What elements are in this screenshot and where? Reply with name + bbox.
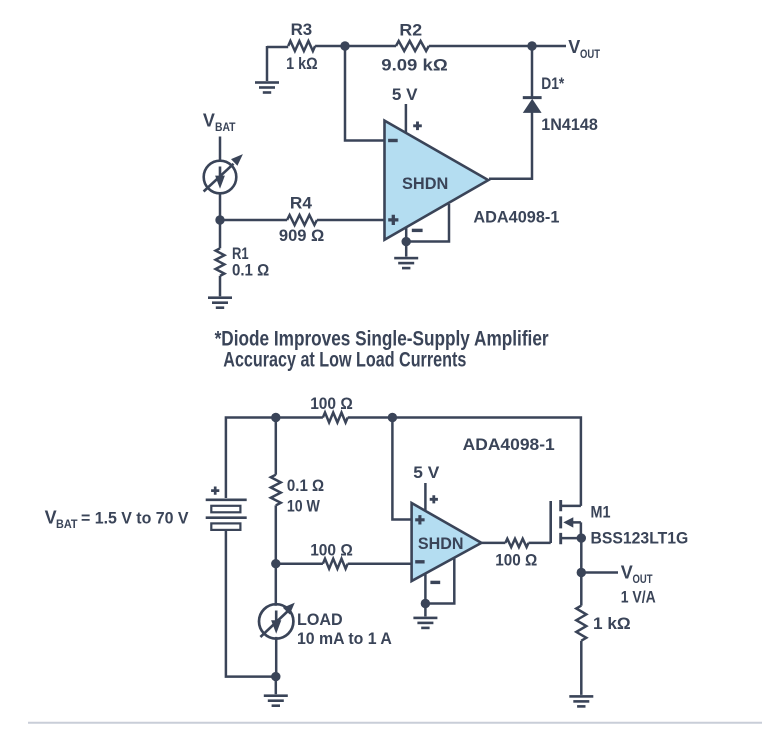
svg-text:V: V	[45, 507, 57, 527]
svg-text:R1: R1	[232, 244, 249, 263]
svg-text:5 V: 5 V	[413, 463, 440, 482]
svg-text:SHDN: SHDN	[418, 534, 464, 553]
svg-text:Accuracy at Low Load Currents: Accuracy at Low Load Currents	[223, 349, 466, 372]
svg-text:0.1 Ω: 0.1 Ω	[232, 261, 269, 280]
svg-text:SHDN: SHDN	[402, 174, 448, 193]
svg-text:BSS123LT1G: BSS123LT1G	[591, 529, 689, 548]
svg-text:10 mA to 1 A: 10 mA to 1 A	[297, 629, 392, 648]
svg-text:OUT: OUT	[633, 574, 653, 586]
svg-text:100 Ω: 100 Ω	[495, 550, 537, 569]
svg-text:R3: R3	[291, 20, 313, 39]
svg-text:10 W: 10 W	[287, 497, 321, 516]
svg-text:LOAD: LOAD	[297, 610, 343, 629]
svg-text:V: V	[621, 563, 633, 583]
svg-text:OUT: OUT	[580, 49, 600, 61]
svg-text:1 kΩ: 1 kΩ	[593, 614, 631, 633]
svg-text:*Diode Improves Single-Supply: *Diode Improves Single-Supply Amplifier	[215, 328, 549, 351]
svg-text:ADA4098-1: ADA4098-1	[463, 435, 555, 454]
svg-text:BAT: BAT	[56, 519, 78, 531]
svg-text:D1*: D1*	[541, 74, 564, 93]
svg-text:BAT: BAT	[215, 122, 236, 134]
svg-text:M1: M1	[591, 503, 611, 522]
svg-text:100 Ω: 100 Ω	[310, 541, 353, 560]
svg-text:100 Ω: 100 Ω	[310, 394, 353, 413]
svg-text:R2: R2	[399, 20, 422, 39]
svg-text:ADA4098-1: ADA4098-1	[473, 208, 559, 227]
svg-text:V: V	[203, 111, 215, 131]
svg-text:1N4148: 1N4148	[541, 115, 598, 134]
svg-text:9.09 kΩ: 9.09 kΩ	[381, 55, 447, 74]
svg-text:5 V: 5 V	[392, 85, 418, 104]
svg-text:1 V/A: 1 V/A	[621, 588, 656, 607]
svg-text:1 kΩ: 1 kΩ	[286, 54, 318, 73]
svg-text:0.1 Ω: 0.1 Ω	[287, 476, 324, 495]
svg-text:909 Ω: 909 Ω	[279, 226, 324, 245]
svg-text:R4: R4	[290, 193, 313, 212]
svg-text:= 1.5 V to 70 V: = 1.5 V to 70 V	[81, 508, 189, 527]
svg-text:V: V	[568, 37, 580, 57]
